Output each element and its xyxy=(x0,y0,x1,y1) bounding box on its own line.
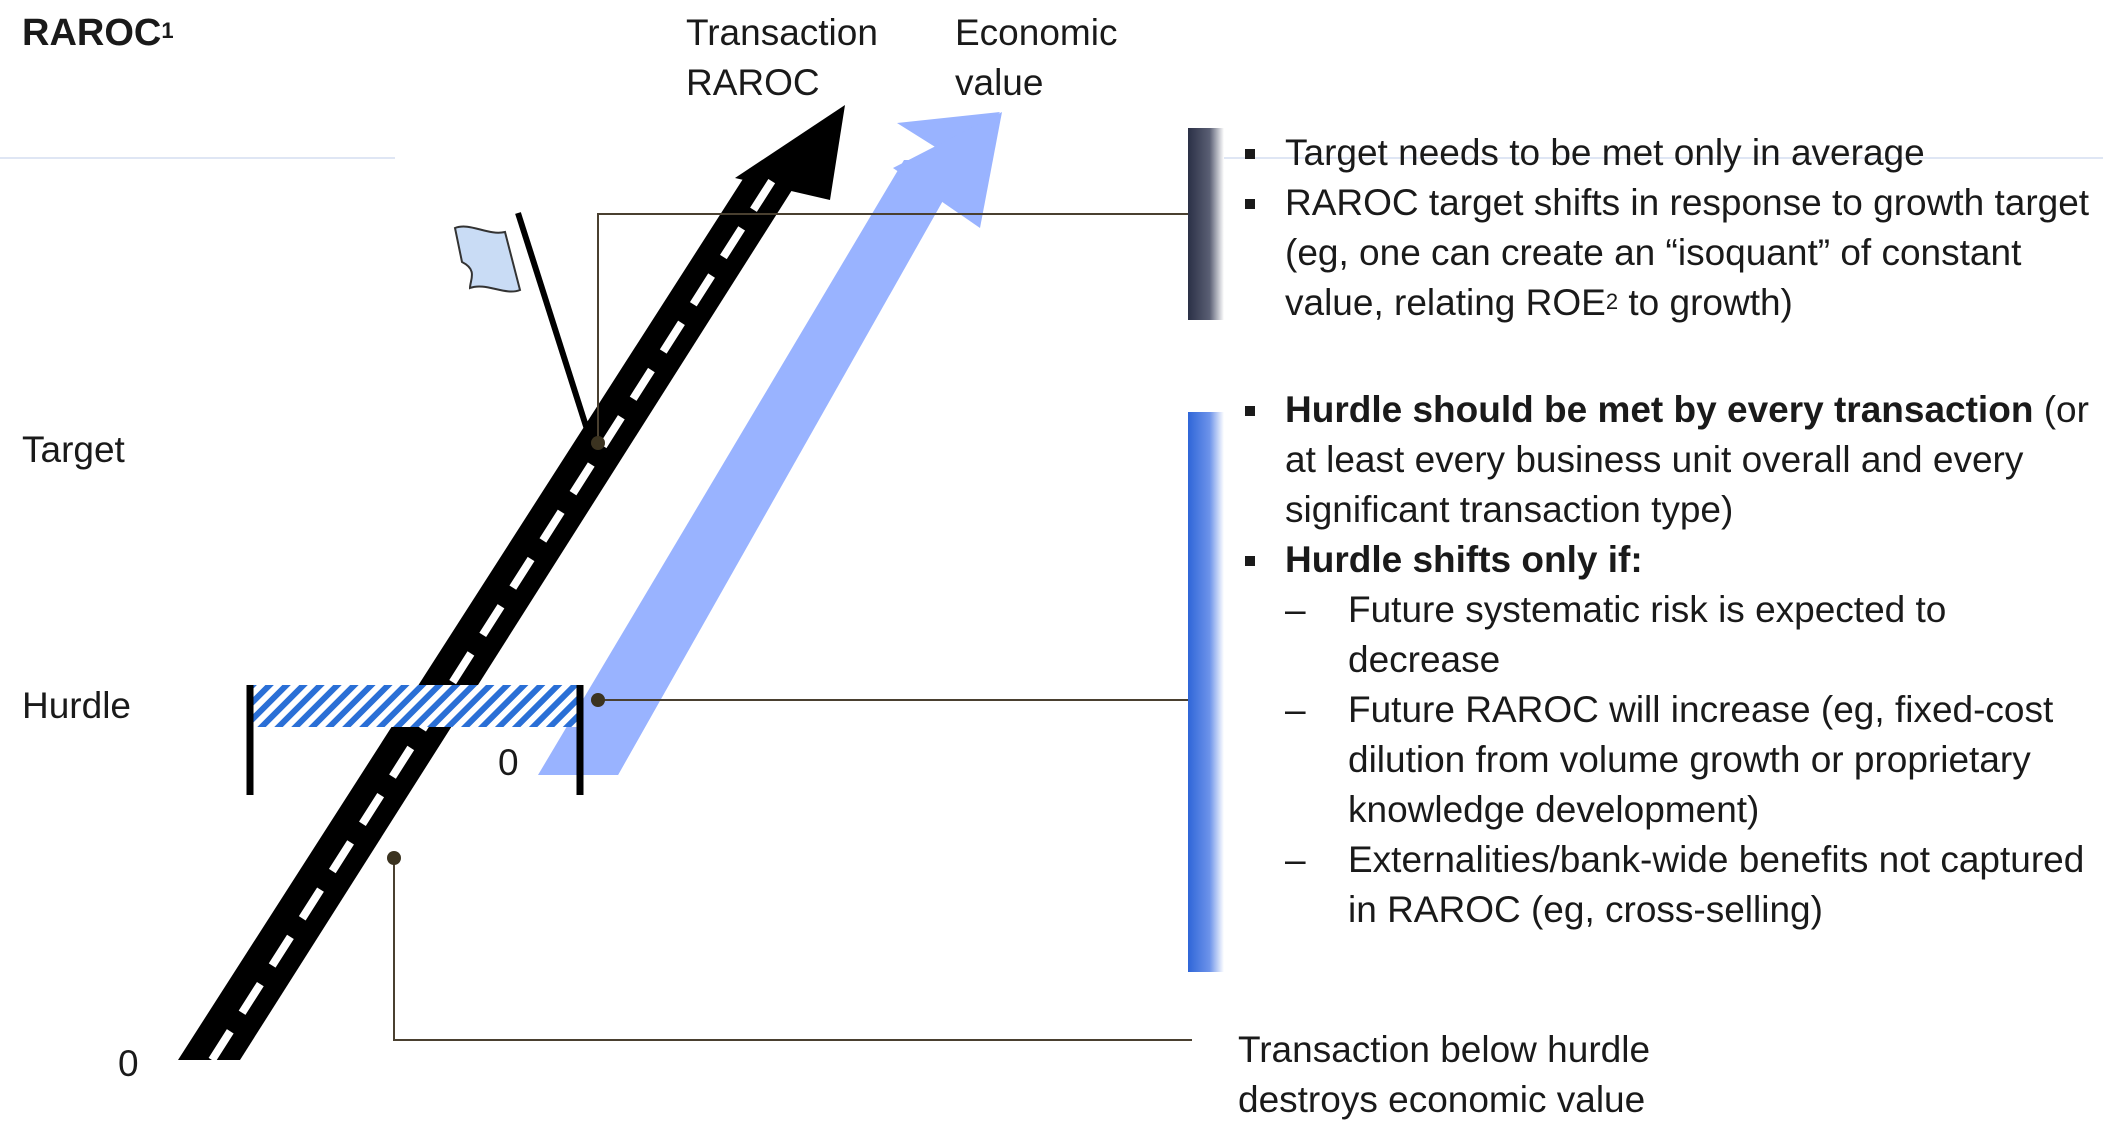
below-hurdle-note: Transaction below hurdle destroys econom… xyxy=(1238,1029,1651,1120)
transaction-raroc-label: Transaction RAROC xyxy=(686,8,878,108)
zero-label: 0 xyxy=(118,1043,139,1084)
transaction-label-line2: RAROC xyxy=(686,62,820,103)
hurdle-dash-1: Future systematic risk is expected to de… xyxy=(1240,585,2102,685)
flag-icon xyxy=(453,225,522,293)
inner-zero-label: 0 xyxy=(498,742,519,783)
target-panel: Target needs to be met only in average R… xyxy=(1240,128,2100,328)
below-hurdle-connector xyxy=(393,858,1192,1041)
target-panel-bar xyxy=(1188,128,1224,320)
chart-title: RAROC1 xyxy=(22,12,174,54)
hurdle-hatched-bar xyxy=(250,685,578,727)
economic-value-arrow-head xyxy=(893,112,1002,228)
economic-label-line2: value xyxy=(955,62,1044,103)
target-dot xyxy=(591,436,605,450)
hurdle-bullet-2: Hurdle shifts only if: xyxy=(1240,535,2102,585)
hurdle-dash-3: Externalities/bank-wide benefits not cap… xyxy=(1240,835,2102,935)
hurdle-dot xyxy=(591,693,605,707)
below-hurdle-dot xyxy=(387,851,401,865)
hurdle-bullet-1: Hurdle should be met by every transactio… xyxy=(1240,385,2102,535)
hurdle-label: Hurdle xyxy=(22,685,131,726)
hurdle-dash-2: Future RAROC will increase (eg, fixed-co… xyxy=(1240,685,2102,835)
hurdle-panel-bar xyxy=(1188,412,1224,972)
hurdle-panel: Hurdle should be met by every transactio… xyxy=(1240,385,2102,935)
transaction-road-head xyxy=(735,105,845,200)
economic-value-arrow-body xyxy=(538,160,966,775)
road-center-dashes xyxy=(208,162,786,1063)
economic-value-label: Economic value xyxy=(955,8,1117,108)
target-label: Target xyxy=(22,429,125,470)
transaction-label-line1: Transaction xyxy=(686,12,878,53)
target-connector xyxy=(597,213,1190,442)
target-bullet-2: RAROC target shifts in response to growt… xyxy=(1240,178,2100,328)
flag-pole xyxy=(515,212,595,446)
target-bullet-1: Target needs to be met only in average xyxy=(1240,128,2100,178)
economic-label-line1: Economic xyxy=(955,12,1118,53)
